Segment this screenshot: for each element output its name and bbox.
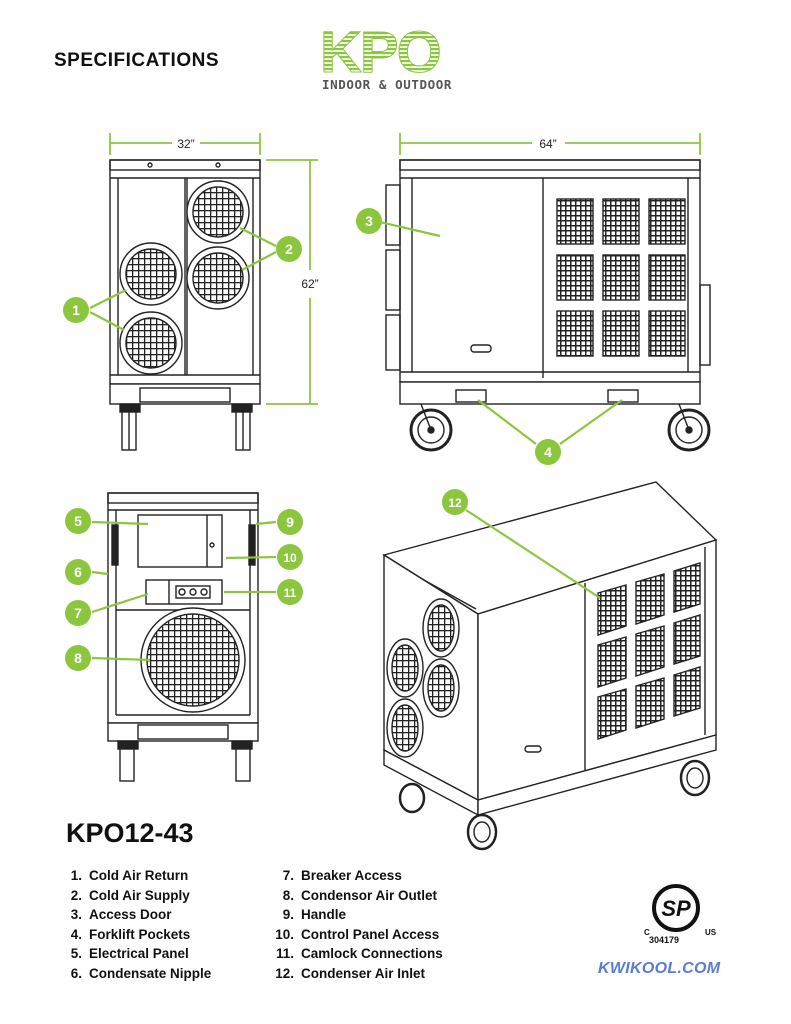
list-item: 8.Condensor Air Outlet — [282, 887, 438, 903]
website-link[interactable]: KWIKOOL.COM — [598, 960, 721, 977]
list-item: 3.Access Door — [70, 907, 172, 922]
list-item: 4.Forklift Pockets — [70, 926, 191, 942]
list-item: 2.Cold Air Supply — [70, 887, 190, 903]
svg-text:12: 12 — [448, 496, 462, 510]
callout-3: 3 — [356, 208, 382, 234]
callout-leaders — [89, 220, 623, 662]
kpo-logo-graphic: KPO — [320, 20, 443, 86]
cert-number: 304179 — [649, 935, 680, 945]
svg-text:4: 4 — [544, 444, 552, 460]
logo-text: KPO — [320, 20, 440, 85]
svg-text:2: 2 — [285, 241, 293, 257]
list-item: 9.Handle — [282, 907, 347, 922]
svg-text:8: 8 — [74, 650, 82, 666]
cert-c-label: C — [644, 928, 650, 937]
feature-list-left: 1.Cold Air Return 2.Cold Air Supply 3.Ac… — [62, 866, 282, 983]
dimension-lines-side — [399, 133, 701, 155]
svg-text:1: 1 — [72, 302, 80, 318]
svg-text:3: 3 — [365, 213, 373, 229]
side-view — [385, 159, 711, 452]
callout-12: 12 — [442, 489, 468, 515]
callout-9: 9 — [277, 509, 303, 535]
callout-11: 11 — [277, 579, 303, 605]
callout-7: 7 — [65, 600, 91, 626]
callout-10: 10 — [277, 544, 303, 570]
svg-text:9: 9 — [286, 514, 294, 530]
callout-6: 6 — [65, 559, 91, 585]
width-dimension-label: 32” — [177, 137, 194, 151]
cert-us-label: US — [705, 928, 717, 937]
callout-4: 4 — [535, 439, 561, 465]
callout-8: 8 — [65, 645, 91, 671]
callout-5: 5 — [65, 508, 91, 534]
list-item: 5.Electrical Panel — [70, 946, 189, 961]
height-dimension-label: 62” — [301, 277, 318, 291]
page-title: SPECIFICATIONS — [54, 50, 219, 71]
model-number: KPO12-43 — [66, 818, 194, 848]
svg-text:7: 7 — [74, 605, 82, 621]
front-view-supply — [109, 159, 261, 451]
svg-text:6: 6 — [74, 564, 82, 580]
list-item: 1.Cold Air Return — [70, 868, 189, 883]
svg-text:5: 5 — [74, 513, 82, 529]
callout-badges: 1 2 3 4 5 6 7 8 9 10 11 12 — [63, 208, 561, 671]
isometric-view — [382, 481, 718, 851]
rear-view-condensor — [107, 492, 259, 782]
csa-mark-text: SP — [661, 896, 691, 921]
dimension-lines-front — [109, 133, 318, 405]
feature-list-right: 7.Breaker Access 8.Condensor Air Outlet … — [266, 866, 506, 983]
list-item: 6.Condensate Nipple — [70, 965, 212, 981]
logo-subtitle: INDOOR & OUTDOOR — [322, 77, 453, 92]
csa-certification-icon: SP — [652, 884, 700, 932]
list-item: 12.Condenser Air Inlet — [275, 965, 426, 981]
list-item: 7.Breaker Access — [282, 868, 402, 883]
length-dimension-label: 64” — [539, 137, 556, 151]
svg-text:10: 10 — [283, 551, 297, 565]
kpo-logo: KPO INDOOR & OUTDOOR — [318, 20, 473, 100]
svg-text:11: 11 — [284, 586, 297, 600]
list-item: 10.Control Panel Access — [275, 926, 440, 942]
callout-2: 2 — [276, 236, 302, 262]
list-item: 11.Camlock Connections — [275, 946, 443, 961]
callout-1: 1 — [63, 297, 89, 323]
